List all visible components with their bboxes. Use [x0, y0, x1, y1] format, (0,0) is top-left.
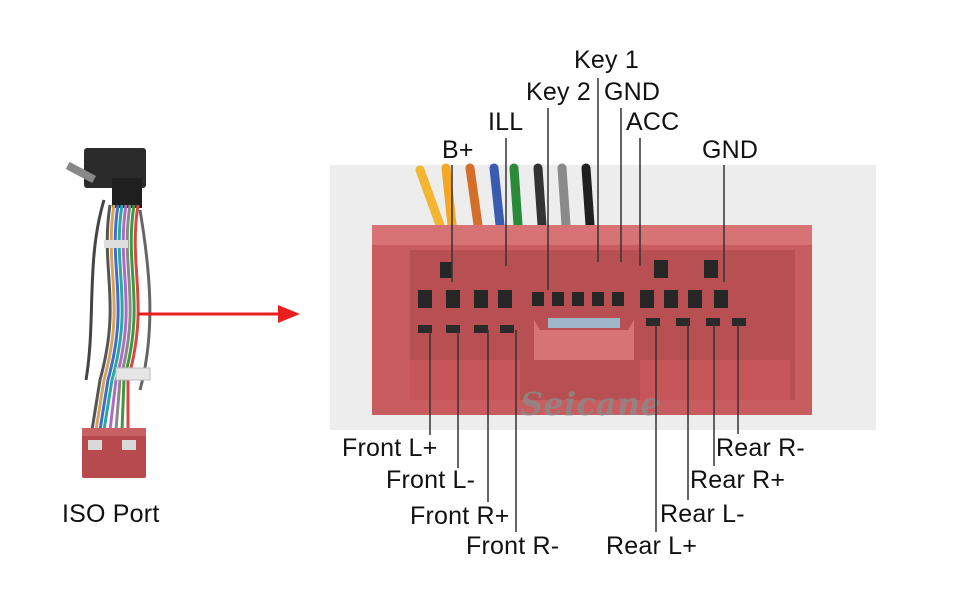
arrow-head — [278, 305, 300, 323]
label-bplus: B+ — [442, 136, 474, 164]
label-key2: Key 2 — [526, 78, 591, 106]
label-front-r-minus: Front R- — [466, 532, 560, 560]
label-gnd-right: GND — [702, 136, 759, 164]
label-front-r-plus: Front R+ — [410, 502, 510, 530]
pin-row-top — [418, 260, 728, 308]
pin-row-bottom — [418, 318, 746, 333]
harness-wires — [84, 199, 152, 431]
label-ill: ILL — [488, 108, 524, 136]
label-rear-l-plus: Rear L+ — [606, 532, 698, 560]
iso-port-label: ISO Port — [62, 500, 160, 528]
label-gnd-center: GND — [604, 78, 661, 106]
label-front-l-minus: Front L- — [386, 466, 476, 494]
label-key1: Key 1 — [574, 46, 639, 74]
label-acc: ACC — [626, 108, 680, 136]
label-front-l-plus: Front L+ — [342, 434, 438, 462]
label-rear-l-minus: Rear L- — [660, 500, 745, 528]
label-rear-r-minus: Rear R- — [716, 434, 805, 462]
watermark-text: Seicane — [520, 385, 661, 423]
label-rear-r-plus: Rear R+ — [690, 466, 786, 494]
